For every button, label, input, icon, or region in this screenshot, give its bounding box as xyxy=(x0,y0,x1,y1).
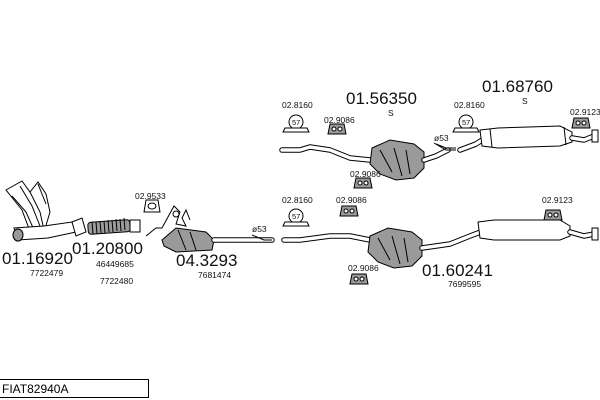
rubber-hanger-icon xyxy=(571,117,591,129)
rubber-hanger-icon xyxy=(327,123,347,135)
svg-text:57: 57 xyxy=(292,118,300,127)
svg-text:ø53: ø53 xyxy=(252,224,267,234)
accessory-label: 02.9123 xyxy=(542,195,573,205)
clamp-icon: 57 xyxy=(452,114,480,133)
part-suffix-rear-silencer: S xyxy=(522,96,528,106)
diagram-code-box: FIAT82940A xyxy=(0,379,149,398)
part-sub-flex-pipe-1: 46449685 xyxy=(96,259,134,269)
part-number-flex-pipe: 01.20800 xyxy=(72,239,143,258)
exhaust-manifold xyxy=(5,180,77,242)
accessory-label: 02.9086 xyxy=(336,195,367,205)
accessory-label: 02.8160 xyxy=(282,195,313,205)
rubber-hanger-icon xyxy=(543,209,563,221)
front-pipe-top xyxy=(279,144,373,163)
part-number-rear-silencer: 01.68760 xyxy=(482,77,553,96)
rubber-hanger-icon xyxy=(339,205,359,217)
part-number-lower-silencer: 01.60241 xyxy=(422,261,493,280)
accessory-label: 02.8160 xyxy=(454,100,485,110)
accessory-label: 02.9123 xyxy=(570,107,600,117)
rubber-hanger-icon xyxy=(349,273,369,285)
accessory-label: 02.9086 xyxy=(324,115,355,125)
clamp-icon: 57 xyxy=(282,208,310,227)
accessory-label: 02.8160 xyxy=(282,100,313,110)
diagram-code: FIAT82940A xyxy=(2,382,69,396)
clamp-icon: 57 xyxy=(282,114,310,133)
part-sub-manifold: 7722479 xyxy=(30,268,63,278)
rubber-hanger-icon xyxy=(353,177,373,189)
svg-text:57: 57 xyxy=(462,118,470,127)
part-sub-flex-pipe-2: 7722480 xyxy=(100,276,133,286)
flex-pipe xyxy=(71,217,141,237)
diameter-marker-low: ø53 xyxy=(251,224,272,241)
part-number-middle-silencer: 01.56350 xyxy=(346,89,417,108)
svg-text:ø53: ø53 xyxy=(434,133,449,143)
front-pipe-lower xyxy=(281,233,373,243)
lower-silencer xyxy=(367,219,599,269)
rear-silencer xyxy=(457,125,599,153)
accessory-label: 02.9086 xyxy=(350,169,381,179)
accessory-gasket: 02.9533 xyxy=(135,191,166,201)
diameter-marker-top: ø53 xyxy=(433,133,456,151)
middle-silencer xyxy=(369,139,451,181)
part-sub-lower-silencer: 7699595 xyxy=(448,279,481,289)
catalytic-converter xyxy=(145,205,275,253)
accessory-label: 02.9086 xyxy=(348,263,379,273)
part-number-catalyst: 04.3293 xyxy=(176,251,237,270)
gasket-icon xyxy=(143,199,161,213)
part-suffix-middle-silencer: S xyxy=(388,108,394,118)
part-sub-catalyst: 7681474 xyxy=(198,270,231,280)
part-number-manifold: 01.16920 xyxy=(2,249,73,268)
svg-text:57: 57 xyxy=(292,212,300,221)
